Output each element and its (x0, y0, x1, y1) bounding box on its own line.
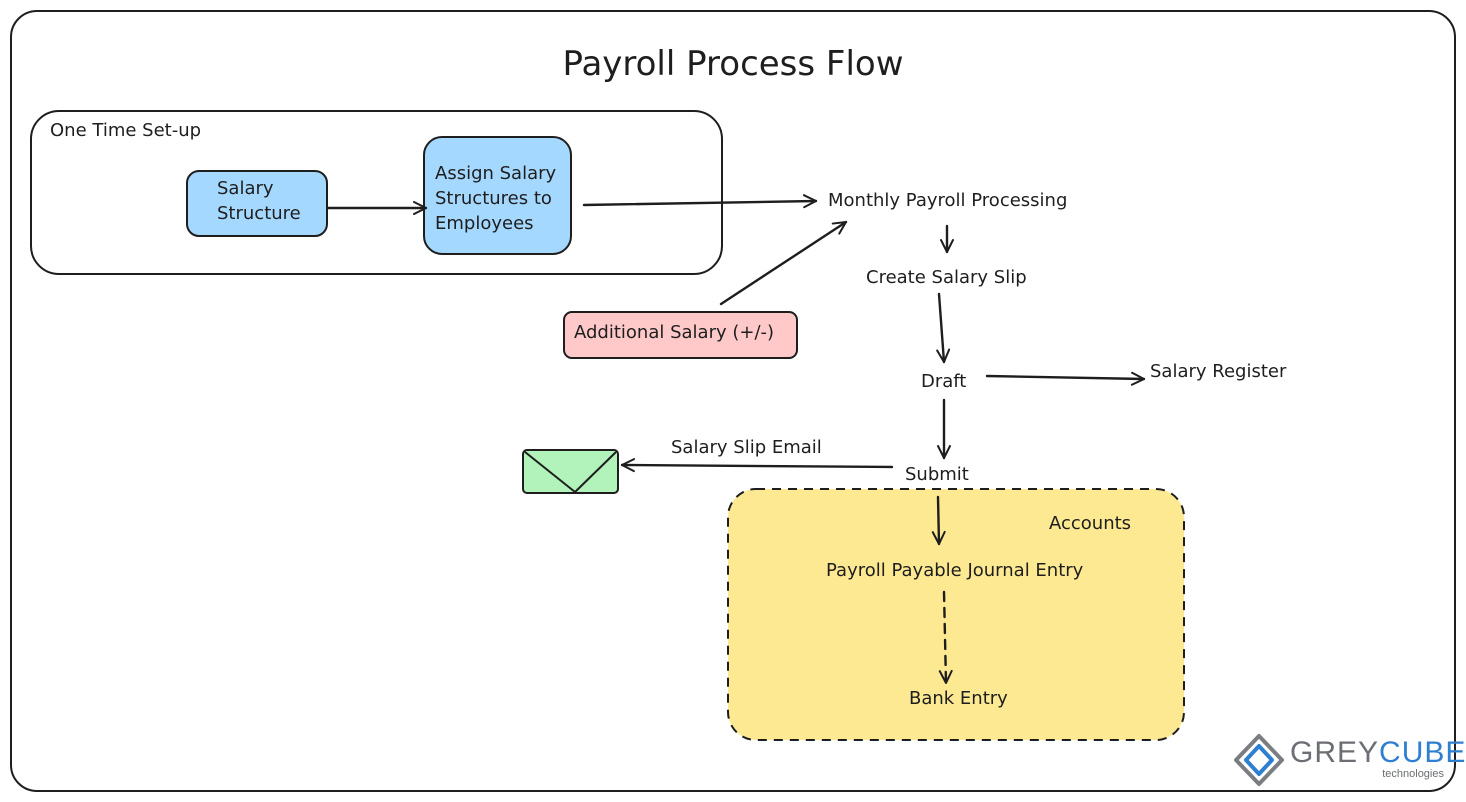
accounts-group (727, 488, 1185, 741)
logo-text-grey: GREY (1290, 736, 1380, 769)
monthly-processing-label: Monthly Payroll Processing (828, 190, 1068, 211)
accounts-group-label: Accounts (1049, 513, 1132, 534)
edge-submit-to-email (620, 458, 894, 473)
outer-frame (10, 10, 1456, 792)
submit-label: Submit (905, 464, 969, 485)
additional-salary-label: Additional Salary (+/-) (574, 322, 775, 343)
logo-subtitle: technologies (1382, 768, 1444, 780)
draft-label: Draft (921, 371, 967, 392)
assign-structures-box (423, 136, 572, 255)
edge-submit-to-payable (931, 495, 946, 546)
diagram-title: Payroll Process Flow (562, 44, 904, 84)
slip-email-label: Salary Slip Email (671, 437, 822, 458)
salary-structure-box (186, 170, 328, 237)
edge-create-to-draft (936, 292, 951, 364)
cube-logo-icon (1234, 734, 1284, 786)
create-slip-label: Create Salary Slip (866, 267, 1027, 288)
edge-payable-to-bank (938, 590, 953, 685)
bank-entry-label: Bank Entry (909, 688, 1008, 709)
setup-group (30, 110, 723, 275)
edge-draft-to-register (985, 371, 1146, 386)
salary-register-label: Salary Register (1150, 361, 1287, 382)
salary-structure-label: Salary Structure (217, 178, 301, 224)
additional-salary-box (563, 311, 798, 359)
greycube-logo: GREYCUBE technologies (1232, 732, 1465, 790)
envelope-icon (522, 449, 619, 494)
edge-assign-to-monthly (582, 194, 818, 209)
assign-structures-label: Assign Salary Structures to Employees (435, 163, 557, 234)
edge-additional-to-monthly (719, 220, 848, 306)
logo-text-blue: CUBE (1379, 736, 1466, 769)
payable-entry-label: Payroll Payable Journal Entry (826, 560, 1084, 581)
setup-group-label: One Time Set-up (50, 120, 202, 141)
logo-wordmark: GREYCUBE (1290, 736, 1466, 770)
